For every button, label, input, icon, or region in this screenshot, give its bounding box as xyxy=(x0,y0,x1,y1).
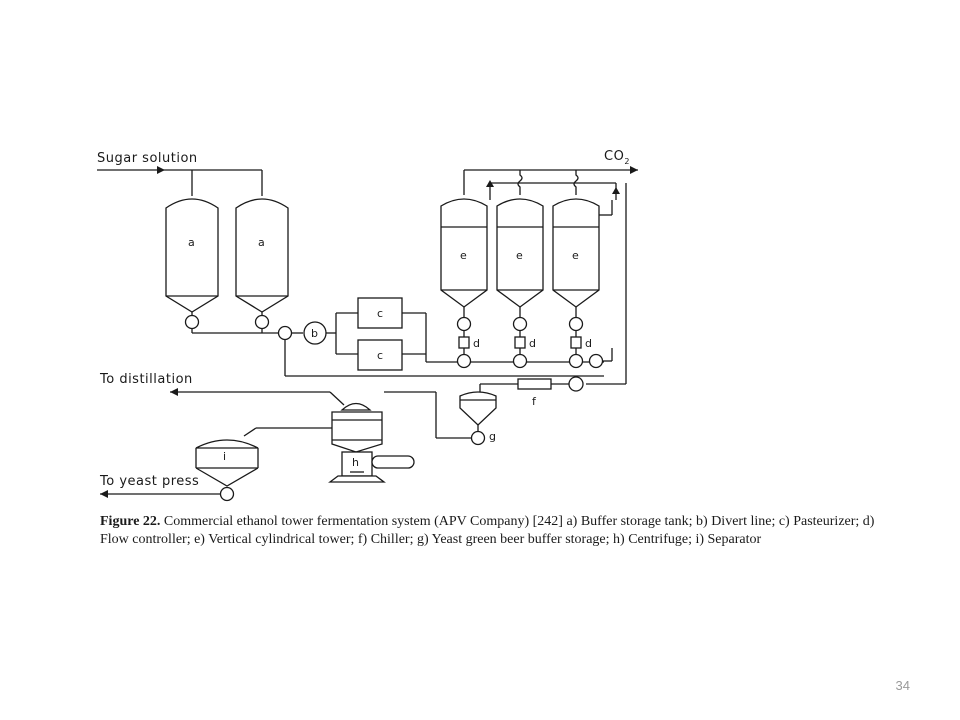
figure-label: Figure 22. xyxy=(100,514,161,529)
pump-icon xyxy=(568,376,584,392)
letter-e: e xyxy=(460,249,467,262)
letter-c: c xyxy=(377,307,383,320)
pump-icon xyxy=(568,353,584,369)
buffer-tank-a1: a xyxy=(165,198,219,330)
pump-icon xyxy=(219,486,235,502)
pump-icon xyxy=(277,325,293,341)
pasteurizer-c2: c xyxy=(357,339,403,371)
letter-i: i xyxy=(223,450,226,463)
letter-c: c xyxy=(377,349,383,362)
letter-d: d xyxy=(529,337,536,350)
centrifuge-h: h xyxy=(243,402,415,483)
pump-icon xyxy=(512,316,528,332)
letter-e: e xyxy=(516,249,523,262)
figure-caption-text: Commercial ethanol tower fermentation sy… xyxy=(100,514,875,547)
divert-line-b: b xyxy=(284,312,358,376)
label-co2: CO2 xyxy=(604,149,630,166)
flow-controller-d xyxy=(458,336,470,349)
letter-h: h xyxy=(352,456,359,469)
distillation-outlet xyxy=(170,388,345,406)
tank-outlet-header xyxy=(191,325,303,341)
pump-icon xyxy=(254,314,270,330)
pump-icon xyxy=(568,316,584,332)
yeast-buffer-g: g xyxy=(384,391,497,446)
recirculation-loop xyxy=(285,183,627,392)
flow-controller-d xyxy=(514,336,526,349)
label-sugar-solution: Sugar solution xyxy=(97,151,198,166)
pump-icon xyxy=(456,353,472,369)
letter-a: a xyxy=(258,236,265,249)
tower-e3: e d xyxy=(552,198,604,369)
letter-g: g xyxy=(489,430,496,443)
flow-controller-d xyxy=(570,336,582,349)
pump-icon xyxy=(588,353,604,369)
process-flow-diagram: Sugar solution CO2 To distillation To ye… xyxy=(97,149,638,502)
co2-vent-line xyxy=(463,166,638,216)
pump-icon xyxy=(184,314,200,330)
label-to-distillation: To distillation xyxy=(99,372,193,387)
figure-caption: Figure 22. Commercial ethanol tower ferm… xyxy=(100,513,875,549)
page-number: 34 xyxy=(895,678,910,693)
tower-e1: e d xyxy=(440,198,488,369)
tower-e2: e d xyxy=(496,198,544,369)
letter-f: f xyxy=(532,395,537,408)
sugar-feed-line xyxy=(97,166,263,196)
letter-a: a xyxy=(188,236,195,249)
chiller-f: f xyxy=(479,378,552,408)
label-to-yeast-press: To yeast press xyxy=(99,474,199,489)
buffer-tank-a2: a xyxy=(235,198,289,330)
letter-b: b xyxy=(311,327,318,340)
pump-icon xyxy=(512,353,528,369)
letter-d: d xyxy=(473,337,480,350)
letter-e: e xyxy=(572,249,579,262)
letter-d: d xyxy=(585,337,592,350)
pump-icon xyxy=(456,316,472,332)
separator-i: i xyxy=(100,439,259,502)
pasteurizer-c1: c xyxy=(357,297,403,329)
pump-icon xyxy=(470,430,486,446)
